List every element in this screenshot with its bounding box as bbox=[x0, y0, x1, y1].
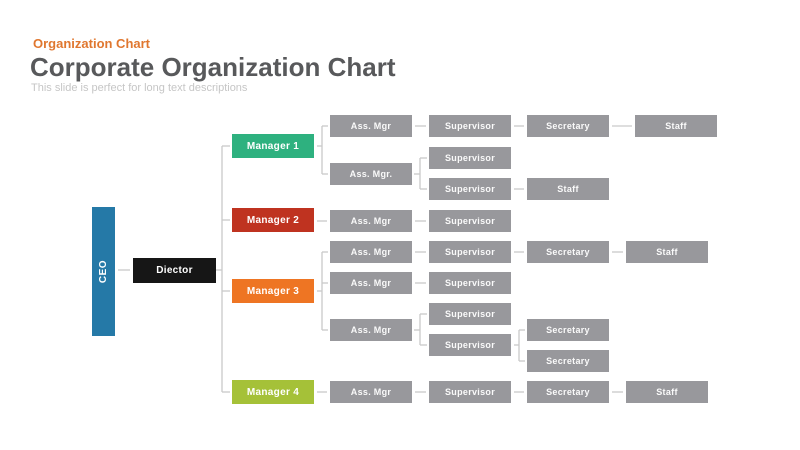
org-node-m3-staff-1[interactable]: Staff bbox=[626, 241, 708, 263]
org-node-director[interactable]: Diector bbox=[133, 258, 216, 283]
org-node-m1-assmgr-1[interactable]: Ass. Mgr bbox=[330, 115, 412, 137]
org-node-label: Secretary bbox=[546, 325, 590, 335]
slide-eyebrow: Organization Chart bbox=[33, 36, 151, 51]
org-node-m2-supervisor[interactable]: Supervisor bbox=[429, 210, 511, 232]
org-node-m1-staff-1[interactable]: Staff bbox=[635, 115, 717, 137]
org-node-label: Ass. Mgr bbox=[350, 216, 392, 226]
org-node-label: Ass. Mgr bbox=[350, 278, 392, 288]
org-node-m1-staff-2[interactable]: Staff bbox=[527, 178, 609, 200]
org-node-m3-assmgr-3[interactable]: Ass. Mgr bbox=[330, 319, 412, 341]
org-node-label: Ass. Mgr bbox=[350, 121, 392, 131]
org-node-label: Secretary bbox=[546, 121, 590, 131]
org-node-label: Supervisor bbox=[444, 247, 496, 257]
org-node-m3-supervisor-4[interactable]: Supervisor bbox=[429, 334, 511, 356]
org-node-label: Supervisor bbox=[444, 121, 496, 131]
org-node-label: Staff bbox=[656, 387, 678, 397]
org-node-label: Secretary bbox=[546, 356, 590, 366]
org-node-manager-3[interactable]: Manager 3 bbox=[232, 279, 314, 303]
org-node-m4-assmgr[interactable]: Ass. Mgr bbox=[330, 381, 412, 403]
slide-title: Corporate Organization Chart bbox=[30, 52, 396, 82]
org-node-ceo[interactable]: CEO bbox=[92, 207, 115, 336]
slide-subtitle: This slide is perfect for long text desc… bbox=[31, 82, 248, 94]
org-node-m3-secretary-1[interactable]: Secretary bbox=[527, 241, 609, 263]
org-node-m3-supervisor-2[interactable]: Supervisor bbox=[429, 272, 511, 294]
org-node-manager-2[interactable]: Manager 2 bbox=[232, 208, 314, 232]
org-node-label: Supervisor bbox=[444, 278, 496, 288]
org-node-label: Supervisor bbox=[444, 153, 496, 163]
org-node-m3-assmgr-2[interactable]: Ass. Mgr bbox=[330, 272, 412, 294]
org-node-m4-supervisor[interactable]: Supervisor bbox=[429, 381, 511, 403]
org-node-label: Supervisor bbox=[444, 184, 496, 194]
org-node-m1-assmgr-2[interactable]: Ass. Mgr. bbox=[330, 163, 412, 185]
org-node-label: Manager 3 bbox=[246, 285, 300, 297]
org-node-m3-secretary-3[interactable]: Secretary bbox=[527, 350, 609, 372]
org-node-label: Supervisor bbox=[444, 387, 496, 397]
org-node-m3-supervisor-1[interactable]: Supervisor bbox=[429, 241, 511, 263]
org-node-m1-supervisor-3[interactable]: Supervisor bbox=[429, 178, 511, 200]
org-node-m2-assmgr[interactable]: Ass. Mgr bbox=[330, 210, 412, 232]
org-node-label: Ass. Mgr bbox=[350, 387, 392, 397]
org-node-m3-supervisor-3[interactable]: Supervisor bbox=[429, 303, 511, 325]
org-node-m3-secretary-2[interactable]: Secretary bbox=[527, 319, 609, 341]
org-node-label: Manager 4 bbox=[246, 386, 300, 398]
org-node-label: Manager 2 bbox=[246, 214, 300, 226]
org-node-label: Ass. Mgr bbox=[350, 325, 392, 335]
org-node-label: Secretary bbox=[546, 387, 590, 397]
org-node-label: CEO bbox=[98, 259, 110, 284]
org-node-m4-staff[interactable]: Staff bbox=[626, 381, 708, 403]
org-node-m1-supervisor-1[interactable]: Supervisor bbox=[429, 115, 511, 137]
org-node-label: Manager 1 bbox=[246, 140, 300, 152]
org-node-label: Supervisor bbox=[444, 216, 496, 226]
org-node-label: Staff bbox=[665, 121, 687, 131]
org-node-manager-1[interactable]: Manager 1 bbox=[232, 134, 314, 158]
org-node-label: Staff bbox=[656, 247, 678, 257]
org-node-m3-assmgr-1[interactable]: Ass. Mgr bbox=[330, 241, 412, 263]
org-node-manager-4[interactable]: Manager 4 bbox=[232, 380, 314, 404]
org-node-label: Supervisor bbox=[444, 309, 496, 319]
org-node-label: Supervisor bbox=[444, 340, 496, 350]
org-node-label: Ass. Mgr bbox=[350, 247, 392, 257]
org-node-m1-secretary-1[interactable]: Secretary bbox=[527, 115, 609, 137]
org-node-label: Ass. Mgr. bbox=[349, 169, 393, 179]
org-node-label: Secretary bbox=[546, 247, 590, 257]
org-node-m1-supervisor-2[interactable]: Supervisor bbox=[429, 147, 511, 169]
org-node-m4-secretary[interactable]: Secretary bbox=[527, 381, 609, 403]
org-node-label: Staff bbox=[557, 184, 579, 194]
org-node-label: Diector bbox=[156, 265, 193, 276]
